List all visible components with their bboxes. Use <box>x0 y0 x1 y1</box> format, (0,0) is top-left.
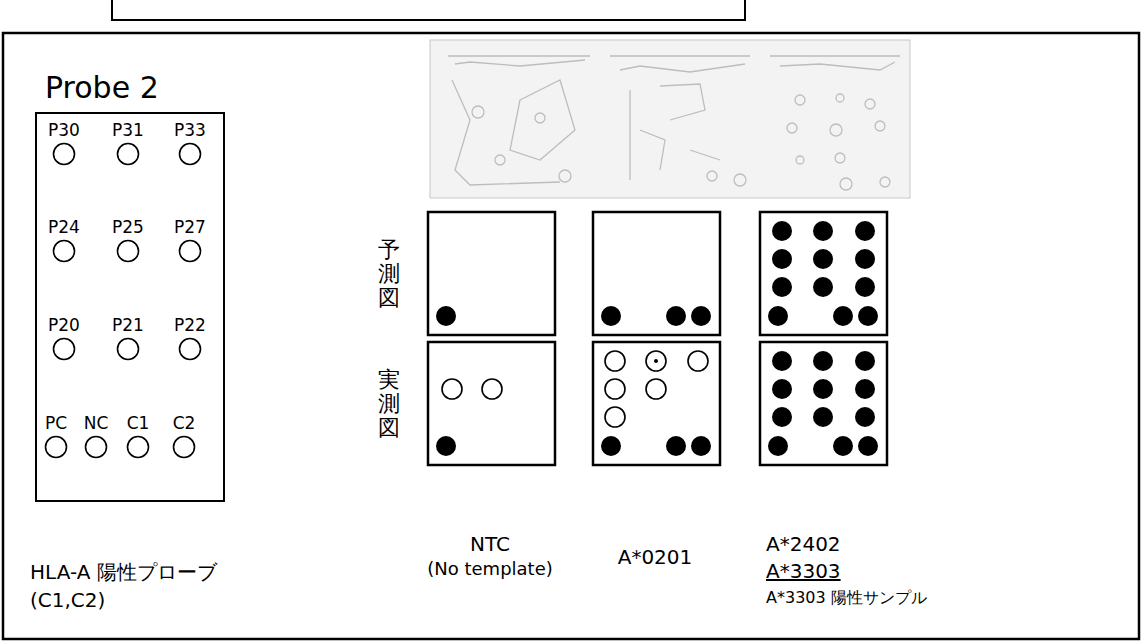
probe-label: P31 <box>105 120 151 140</box>
probe-label: P21 <box>105 315 151 335</box>
probe-spot: P31 <box>105 120 151 166</box>
sample-caption: A*2402 <box>766 532 936 556</box>
probe-spot: P22 <box>167 315 213 361</box>
probe-label: P20 <box>41 315 87 335</box>
probe-label: P25 <box>105 217 151 237</box>
probe-circle <box>116 337 140 361</box>
probe-spot: P25 <box>105 217 151 263</box>
probe-spot: P27 <box>167 217 213 263</box>
outer-frame <box>3 33 1139 639</box>
probe-spot: PC <box>33 413 79 459</box>
probe-circle <box>178 142 202 166</box>
probe-circle <box>84 435 108 459</box>
probe-spot: C2 <box>161 413 207 459</box>
positive-dots <box>436 221 878 456</box>
result-boxes <box>428 212 887 465</box>
probe-circle <box>52 239 76 263</box>
probe-spot: P24 <box>41 217 87 263</box>
probe-label: P30 <box>41 120 87 140</box>
vertical-caption: 予測図 <box>378 238 400 311</box>
sample-caption: (C1,C2) <box>30 588 250 612</box>
probe-circle <box>116 239 140 263</box>
sample-caption: A*3303 <box>766 559 936 583</box>
probe-spot: NC <box>73 413 119 459</box>
probe-label: PC <box>33 413 79 433</box>
probe-label: P27 <box>167 217 213 237</box>
probe-circle <box>44 435 68 459</box>
probe-label: C2 <box>161 413 207 433</box>
probe-circle <box>172 435 196 459</box>
probe-spot: P21 <box>105 315 151 361</box>
probe-label: NC <box>73 413 119 433</box>
sample-caption: A*0201 <box>585 545 725 569</box>
probe-label: P22 <box>167 315 213 335</box>
weak-dots <box>442 351 708 427</box>
probe-spot: P30 <box>41 120 87 166</box>
membrane-photo <box>430 40 910 198</box>
sample-caption: HLA-A 陽性プローブ <box>30 560 250 584</box>
probe-circle <box>178 337 202 361</box>
sample-caption: A*3303 陽性サンプル <box>766 588 986 607</box>
probe-circle <box>52 337 76 361</box>
probe-label: P33 <box>167 120 213 140</box>
probe-circle <box>116 142 140 166</box>
probe-circle <box>178 239 202 263</box>
probe-label: C1 <box>115 413 161 433</box>
probe-title: Probe 2 <box>45 70 159 106</box>
probe-spot: P20 <box>41 315 87 361</box>
probe-circle <box>52 142 76 166</box>
probe-label: P24 <box>41 217 87 237</box>
sample-caption: (No template) <box>405 558 575 580</box>
probe-box: Probe 2P30P31P33P24P25P27P20P21P22PCNCC1… <box>35 112 225 502</box>
upper-frame <box>112 0 745 20</box>
vertical-caption: 実測図 <box>378 368 400 441</box>
sample-caption: NTC <box>420 532 560 556</box>
probe-circle <box>126 435 150 459</box>
probe-spot: C1 <box>115 413 161 459</box>
probe-spot: P33 <box>167 120 213 166</box>
